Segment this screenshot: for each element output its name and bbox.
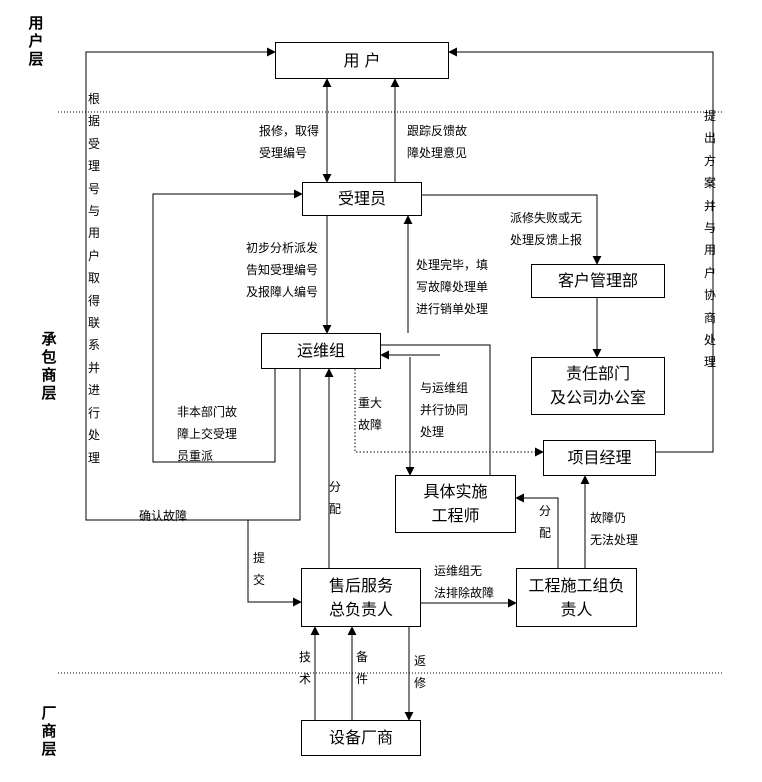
label-parts: 备件 xyxy=(355,650,368,686)
node-responsible-dept-line1: 责任部门 xyxy=(565,364,630,383)
edge-pm-user xyxy=(448,47,714,453)
node-engineer-line2: 工程师 xyxy=(431,506,480,525)
label-report-line1: 报修，取得 xyxy=(259,124,320,138)
node-user[interactable]: 用 户 xyxy=(275,42,449,79)
edge-ops-aftersales-submit xyxy=(247,520,302,607)
label-confirm-fault: 确认故障 xyxy=(139,509,188,523)
label-left-vertical: 根据受理号与用户取得联系并进行处理 xyxy=(87,92,100,465)
node-project-manager[interactable]: 项目经理 xyxy=(543,440,656,476)
edge-left-loop-user xyxy=(85,47,301,521)
node-ops-group-label: 运维组 xyxy=(296,341,345,360)
node-vendor-label: 设备厂商 xyxy=(328,728,393,747)
label-return-repair: 返修 xyxy=(413,654,426,690)
node-responsible-dept-line2: 及公司办公室 xyxy=(549,388,646,407)
label-report-line2: 受理编号 xyxy=(259,146,308,160)
node-user-label: 用 户 xyxy=(343,50,381,70)
label-non-dept-line3: 员重派 xyxy=(177,449,214,463)
node-after-sales[interactable]: 售后服务 总负责人 xyxy=(301,568,421,627)
edge-receptionist-customer-mgmt xyxy=(422,194,602,265)
node-after-sales-line1: 售后服务 xyxy=(328,575,393,595)
label-right-vertical: 提出方案并与用户协商处理 xyxy=(703,109,716,370)
label-ops-unable-line2: 法排除故障 xyxy=(434,586,495,600)
label-tech: 技术 xyxy=(298,650,311,686)
label-major-fault-line2: 故障 xyxy=(358,418,383,432)
label-ops-unable-line1: 运维组无 xyxy=(434,564,483,578)
label-track-line2: 障处理意见 xyxy=(407,146,468,160)
label-done-line1: 处理完毕，填 xyxy=(416,258,489,272)
node-customer-mgmt-label: 客户管理部 xyxy=(557,271,638,290)
label-done-line3: 进行销单处理 xyxy=(416,302,489,316)
edge-ops-receptionist-reassign xyxy=(152,189,303,463)
label-dispatch-fail-line1: 派修失败或无 xyxy=(510,211,583,225)
layer-label-vendor: 厂商层 xyxy=(41,704,57,758)
label-coordinate-line1: 与运维组 xyxy=(420,381,469,395)
label-coordinate-line2: 并行协同 xyxy=(420,403,469,417)
node-project-manager-label: 项目经理 xyxy=(567,448,632,467)
node-receptionist-label: 受理员 xyxy=(337,189,386,208)
label-done-line2: 写故障处理单 xyxy=(416,280,489,294)
node-construction-line1: 工程施工组负 xyxy=(528,575,625,595)
label-assign-engineer: 分配 xyxy=(538,504,551,540)
node-ops-group[interactable]: 运维组 xyxy=(261,333,381,369)
node-engineer-line1: 具体实施 xyxy=(423,482,488,501)
layer-label-user: 用户层 xyxy=(28,14,44,68)
label-fault-unresolved-line1: 故障仍 xyxy=(590,511,627,525)
node-construction[interactable]: 工程施工组负 责人 xyxy=(516,568,637,627)
label-fault-unresolved-line2: 无法处理 xyxy=(590,533,639,547)
label-analyze-line1: 初步分析派发 xyxy=(246,241,319,255)
label-assign-ops: 分配 xyxy=(328,480,341,516)
node-construction-line2: 责人 xyxy=(560,599,593,619)
node-customer-mgmt[interactable]: 客户管理部 xyxy=(531,264,665,298)
label-track-line1: 跟踪反馈故 xyxy=(407,124,468,138)
layer-label-contractor: 承包商层 xyxy=(41,330,57,402)
label-analyze-line2: 告知受理编号 xyxy=(246,263,319,277)
node-responsible-dept[interactable]: 责任部门 及公司办公室 xyxy=(531,357,665,415)
label-analyze-line3: 及报障人编号 xyxy=(246,285,319,299)
edge-construction-engineer xyxy=(515,493,559,568)
label-dispatch-fail-line2: 处理反馈上报 xyxy=(510,233,583,247)
label-coordinate-line3: 处理 xyxy=(420,425,445,439)
label-submit: 提交 xyxy=(252,551,265,587)
node-vendor[interactable]: 设备厂商 xyxy=(301,720,421,756)
node-engineer[interactable]: 具体实施 工程师 xyxy=(395,475,516,533)
label-non-dept-line1: 非本部门故 xyxy=(177,405,238,419)
node-after-sales-line2: 总负责人 xyxy=(328,599,393,619)
label-major-fault-line1: 重大 xyxy=(358,396,383,410)
node-receptionist[interactable]: 受理员 xyxy=(302,182,422,216)
label-non-dept-line2: 障上交受理 xyxy=(177,427,238,441)
